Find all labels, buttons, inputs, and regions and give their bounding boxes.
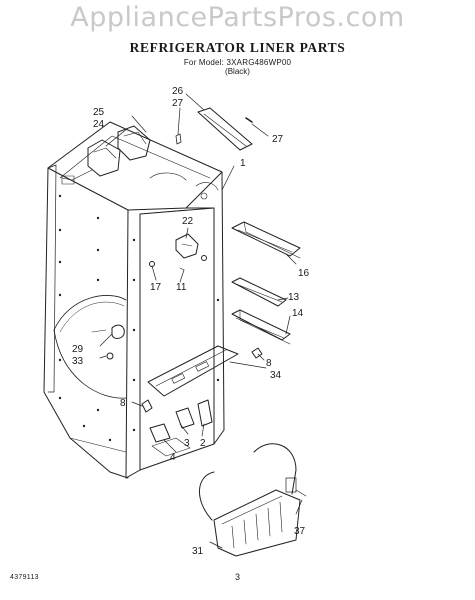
callout-27-right: 27 <box>272 134 284 145</box>
callout-14: 14 <box>292 308 304 319</box>
callout-labels: 26 27 27 25 24 1 22 17 11 16 13 14 29 33… <box>72 86 310 557</box>
callout-11: 11 <box>176 282 187 293</box>
callout-1: 1 <box>240 158 246 169</box>
callout-22: 22 <box>182 216 194 227</box>
callout-13: 13 <box>288 292 300 303</box>
part-8-clips <box>141 347 263 413</box>
diagram-title: REFRIGERATOR LINER PARTS <box>129 40 346 55</box>
callout-27-top: 27 <box>172 98 184 109</box>
callout-3: 3 <box>184 438 190 449</box>
model-number: For Model: 3XARG486WP00 <box>183 58 292 67</box>
document-number: 4379113 <box>10 574 39 581</box>
callout-2: 2 <box>200 438 206 449</box>
callout-4: 4 <box>170 452 176 463</box>
page-number: 3 <box>234 572 240 582</box>
callout-33: 33 <box>72 356 84 367</box>
callout-16: 16 <box>298 268 310 279</box>
callout-37: 37 <box>294 526 306 537</box>
callout-17: 17 <box>150 282 162 293</box>
part-14-rail <box>231 309 291 345</box>
part-29-33-socket <box>91 324 125 360</box>
part-13-rail <box>231 277 287 307</box>
callout-34: 34 <box>270 370 282 381</box>
callout-24: 24 <box>93 119 105 130</box>
leader-lines <box>99 93 303 549</box>
callout-29: 29 <box>72 344 84 355</box>
callout-8-left: 8 <box>120 398 126 409</box>
part-31-37-grille <box>199 443 307 557</box>
color-variant: (Black) <box>225 67 250 76</box>
part-34-rail <box>147 345 239 397</box>
callout-8-right: 8 <box>266 358 272 369</box>
callout-26: 26 <box>172 86 184 97</box>
part-26-rail <box>175 107 253 151</box>
callout-31: 31 <box>192 546 204 557</box>
watermark: AppliancePartsPros.com <box>70 2 405 33</box>
liner-body <box>43 121 225 479</box>
part-16-rail <box>231 221 301 259</box>
part-24-25-bracket <box>61 125 151 185</box>
part-22-bracket <box>149 233 207 271</box>
callout-25: 25 <box>93 107 105 118</box>
part-2-3-4-bottom <box>149 399 213 457</box>
